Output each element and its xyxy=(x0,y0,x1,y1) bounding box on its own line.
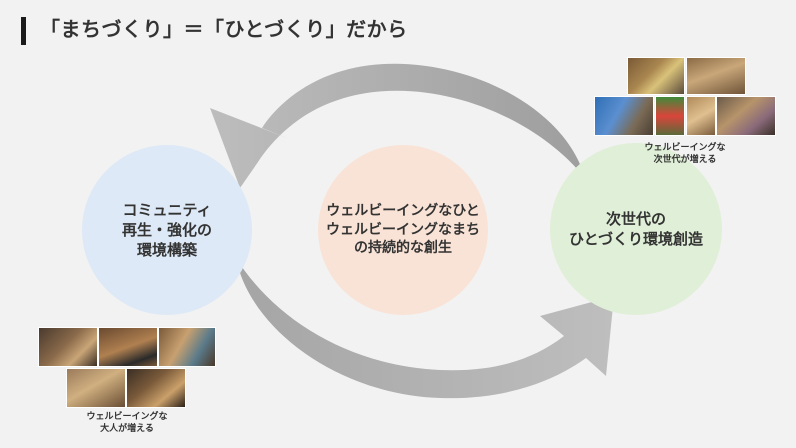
caption-adults-line-1: ウェルビーイングな xyxy=(86,412,168,422)
wellbeing-center-circle: ウェルビーイングなひと ウェルビーイングなまち の持続的な創生 xyxy=(318,145,488,315)
community-line-2: 再生・強化の xyxy=(121,220,212,239)
center-line-1: ウェルビーイングなひと xyxy=(326,202,480,219)
caption-next-gen-line-1: ウェルビーイングな xyxy=(644,143,726,153)
photo-adults-gathering-4 xyxy=(66,368,126,408)
bottom-cycle-arrow xyxy=(236,258,614,399)
photo-adults-gathering-2 xyxy=(98,327,158,367)
center-line-3: の持続的な創生 xyxy=(354,240,452,257)
caption-adults: ウェルビーイングな 大人が増える xyxy=(82,412,172,435)
caption-adults-line-2: 大人が増える xyxy=(100,423,154,434)
caption-next-gen-line-2: 次世代が増える xyxy=(653,154,717,165)
photo-children-workshop-4 xyxy=(686,96,716,136)
photo-watermelon xyxy=(655,96,685,136)
next-gen-line-2: ひとづくり環境創造 xyxy=(569,230,703,248)
title-accent-bar xyxy=(21,17,26,45)
photo-children-workshop-3 xyxy=(594,96,654,136)
next-generation-circle: 次世代の ひとづくり環境創造 xyxy=(550,143,722,315)
photo-adults-gathering-1 xyxy=(38,327,98,367)
community-line-3: 環境構築 xyxy=(136,241,197,260)
photo-adults-gathering-5 xyxy=(126,368,186,408)
top-cycle-arrow xyxy=(210,63,585,188)
community-circle: コミュニティ 再生・強化の 環境構築 xyxy=(82,145,252,315)
page-title: 「まちづくり」＝「ひとづくり」だから xyxy=(40,17,408,41)
center-line-2: ウェルビーイングなまち xyxy=(326,221,480,238)
photo-children-workshop-1 xyxy=(627,57,685,95)
next-gen-line-1: 次世代の xyxy=(605,209,666,228)
photo-children-workshop-2 xyxy=(686,57,746,95)
caption-next-generation: ウェルビーイングな 次世代が増える xyxy=(640,143,730,166)
photo-children-workshop-5 xyxy=(716,96,776,136)
community-line-1: コミュニティ xyxy=(122,200,212,219)
photo-adults-gathering-3 xyxy=(158,327,216,367)
